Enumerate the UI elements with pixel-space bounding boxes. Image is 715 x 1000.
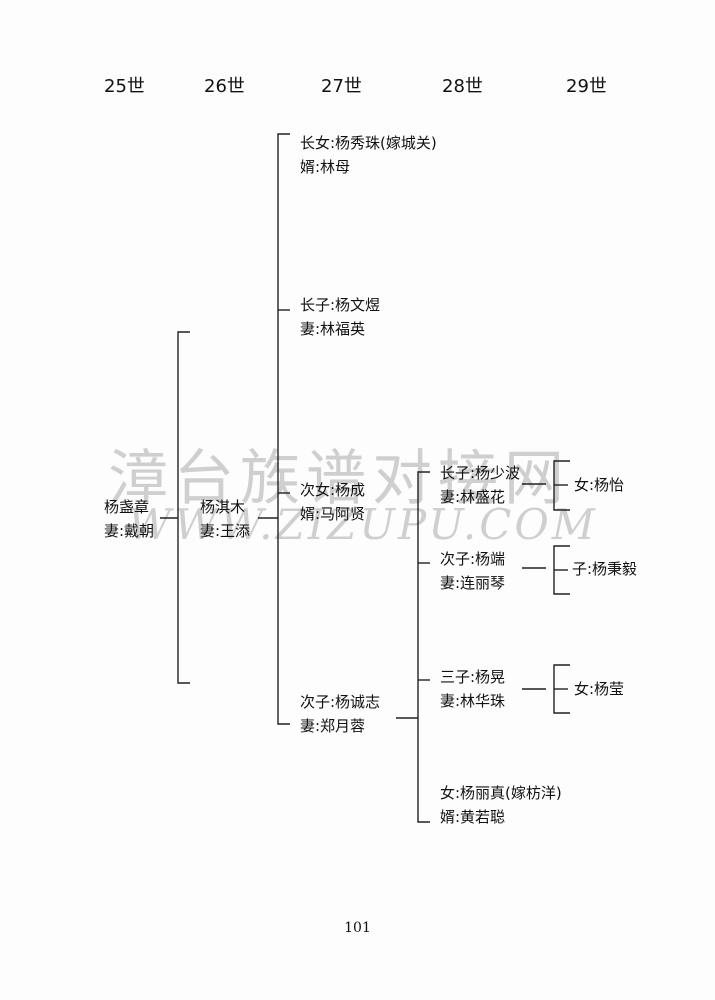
person-g29-daughter-of-huang: 女:杨莹 xyxy=(574,677,624,701)
person-g29-daughter-of-shaobo: 女:杨怡 xyxy=(574,473,624,497)
person-name: 长子:杨少波 xyxy=(440,464,521,482)
bracket-g27-children xyxy=(417,471,430,823)
person-name: 女:杨丽真(嫁枋洋) xyxy=(440,784,562,802)
person-spouse: 婿:黄若聪 xyxy=(440,808,506,826)
person-name: 子:杨秉毅 xyxy=(572,560,638,578)
person-spouse: 妻:戴朝 xyxy=(104,522,155,540)
person-g28-third-son: 三子:杨晃 妻:林华珠 xyxy=(440,665,505,713)
person-name: 三子:杨晃 xyxy=(440,668,506,686)
person-name: 杨盏章 xyxy=(104,498,150,516)
person-name: 长子:杨文煜 xyxy=(300,296,381,314)
person-g29-son-of-duan: 子:杨秉毅 xyxy=(572,557,637,581)
person-spouse: 婿:林母 xyxy=(300,158,351,176)
person-spouse: 妻:王添 xyxy=(200,522,251,540)
person-g26: 杨淇木 妻:王添 xyxy=(200,495,250,543)
person-g27-second-son: 次子:杨诚志 妻:郑月蓉 xyxy=(300,690,380,738)
person-name: 女:杨莹 xyxy=(574,680,625,698)
bracket-g26-children xyxy=(277,133,290,725)
generation-header-26: 26世 xyxy=(204,76,245,97)
person-name: 杨淇木 xyxy=(200,498,246,516)
page-number: 101 xyxy=(344,920,371,936)
person-name: 长女:杨秀珠(嫁城关) xyxy=(300,134,437,152)
generation-header-29: 29世 xyxy=(566,76,607,97)
bracket-g25-children xyxy=(177,331,190,684)
person-spouse: 妻:林华珠 xyxy=(440,692,506,710)
person-name: 次子:杨端 xyxy=(440,550,506,568)
person-g28-eldest-son: 长子:杨少波 妻:林盛花 xyxy=(440,461,520,509)
person-name: 女:杨怡 xyxy=(574,476,625,494)
generation-header-27: 27世 xyxy=(321,76,362,97)
person-g28-second-son: 次子:杨端 妻:连丽琴 xyxy=(440,547,505,595)
generation-header-28: 28世 xyxy=(442,76,483,97)
generation-header-25: 25世 xyxy=(104,76,145,97)
person-g27-eldest-son: 长子:杨文煜 妻:林福英 xyxy=(300,293,380,341)
person-g28-daughter: 女:杨丽真(嫁枋洋) 婿:黄若聪 xyxy=(440,781,562,829)
person-name: 次女:杨成 xyxy=(300,481,366,499)
person-spouse: 婿:马阿贤 xyxy=(300,505,366,523)
person-spouse: 妻:林盛花 xyxy=(440,488,506,506)
person-spouse: 妻:连丽琴 xyxy=(440,574,506,592)
person-g27-eldest-daughter: 长女:杨秀珠(嫁城关) 婿:林母 xyxy=(300,131,437,179)
person-spouse: 妻:郑月蓉 xyxy=(300,717,366,735)
person-name: 次子:杨诚志 xyxy=(300,693,381,711)
person-g25: 杨盏章 妻:戴朝 xyxy=(104,495,154,543)
person-g27-second-daughter: 次女:杨成 婿:马阿贤 xyxy=(300,478,365,526)
person-spouse: 妻:林福英 xyxy=(300,320,366,338)
